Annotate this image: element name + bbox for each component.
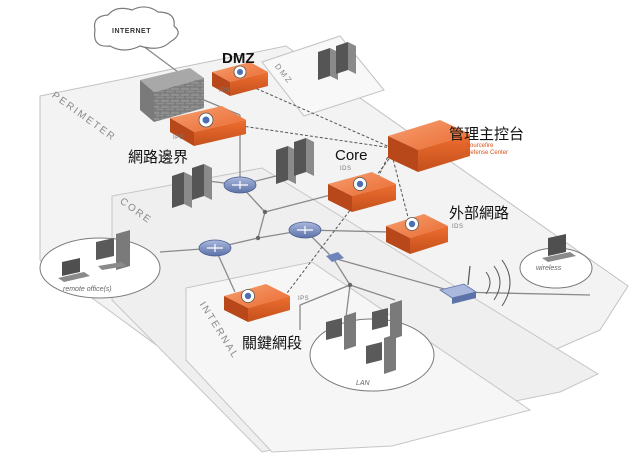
- laptop-icon: [542, 234, 576, 262]
- ips-dmz-label: IPS: [219, 88, 231, 94]
- sourcefire-sensor-icon: [328, 172, 396, 212]
- ids-core-label: IDS: [340, 166, 352, 172]
- internet-label: INTERNET: [112, 28, 151, 35]
- defense-center-brand: Sourcefire Defense Center: [466, 143, 508, 157]
- ips-internal-label: IPS: [298, 296, 310, 302]
- brand-line2: Defense Center: [466, 150, 509, 156]
- laptop-icon: [58, 258, 90, 282]
- desktop-computer-icon: [326, 312, 356, 350]
- brand-line1: Sourcefire: [466, 143, 494, 149]
- sourcefire-sensor-icon: [386, 214, 448, 254]
- wireless-access-point-icon: [439, 259, 511, 307]
- server-tower-icon: [318, 42, 356, 80]
- lan-label: LAN: [356, 380, 370, 387]
- desktop-computer-icon: [366, 334, 396, 374]
- defense-center-icon: [388, 120, 470, 172]
- server-tower-icon: [172, 164, 212, 208]
- desktop-computer-icon: [372, 300, 402, 340]
- core-label: Core: [335, 147, 368, 164]
- internet-cloud-icon: [93, 6, 179, 51]
- wireless-label: wireless: [536, 265, 562, 272]
- server-tower-icon: [276, 138, 314, 184]
- desktop-computer-icon: [96, 230, 130, 270]
- ips-perimeter-label: IPS: [173, 135, 185, 141]
- dmz-label: DMZ: [222, 50, 255, 67]
- remote-office-label: remote office(s): [63, 286, 112, 293]
- sourcefire-sensor-icon: [170, 106, 246, 146]
- router-icon: [223, 176, 257, 194]
- router-icon: [288, 221, 322, 239]
- sourcefire-sensor-icon: [224, 284, 290, 322]
- ids-external-label: IDS: [452, 224, 464, 230]
- external-network-label: 外部網路: [449, 204, 510, 222]
- critical-segment-label: 關鍵網段: [242, 334, 303, 352]
- network-switch-icon: [326, 252, 344, 262]
- sourcefire-sensor-icon: [212, 62, 268, 96]
- router-icon: [198, 239, 232, 257]
- perimeter-cn-label: 網路邊界: [128, 148, 189, 166]
- brick-firewall-icon: [140, 68, 204, 122]
- management-console-label: 管理主控台: [449, 125, 525, 143]
